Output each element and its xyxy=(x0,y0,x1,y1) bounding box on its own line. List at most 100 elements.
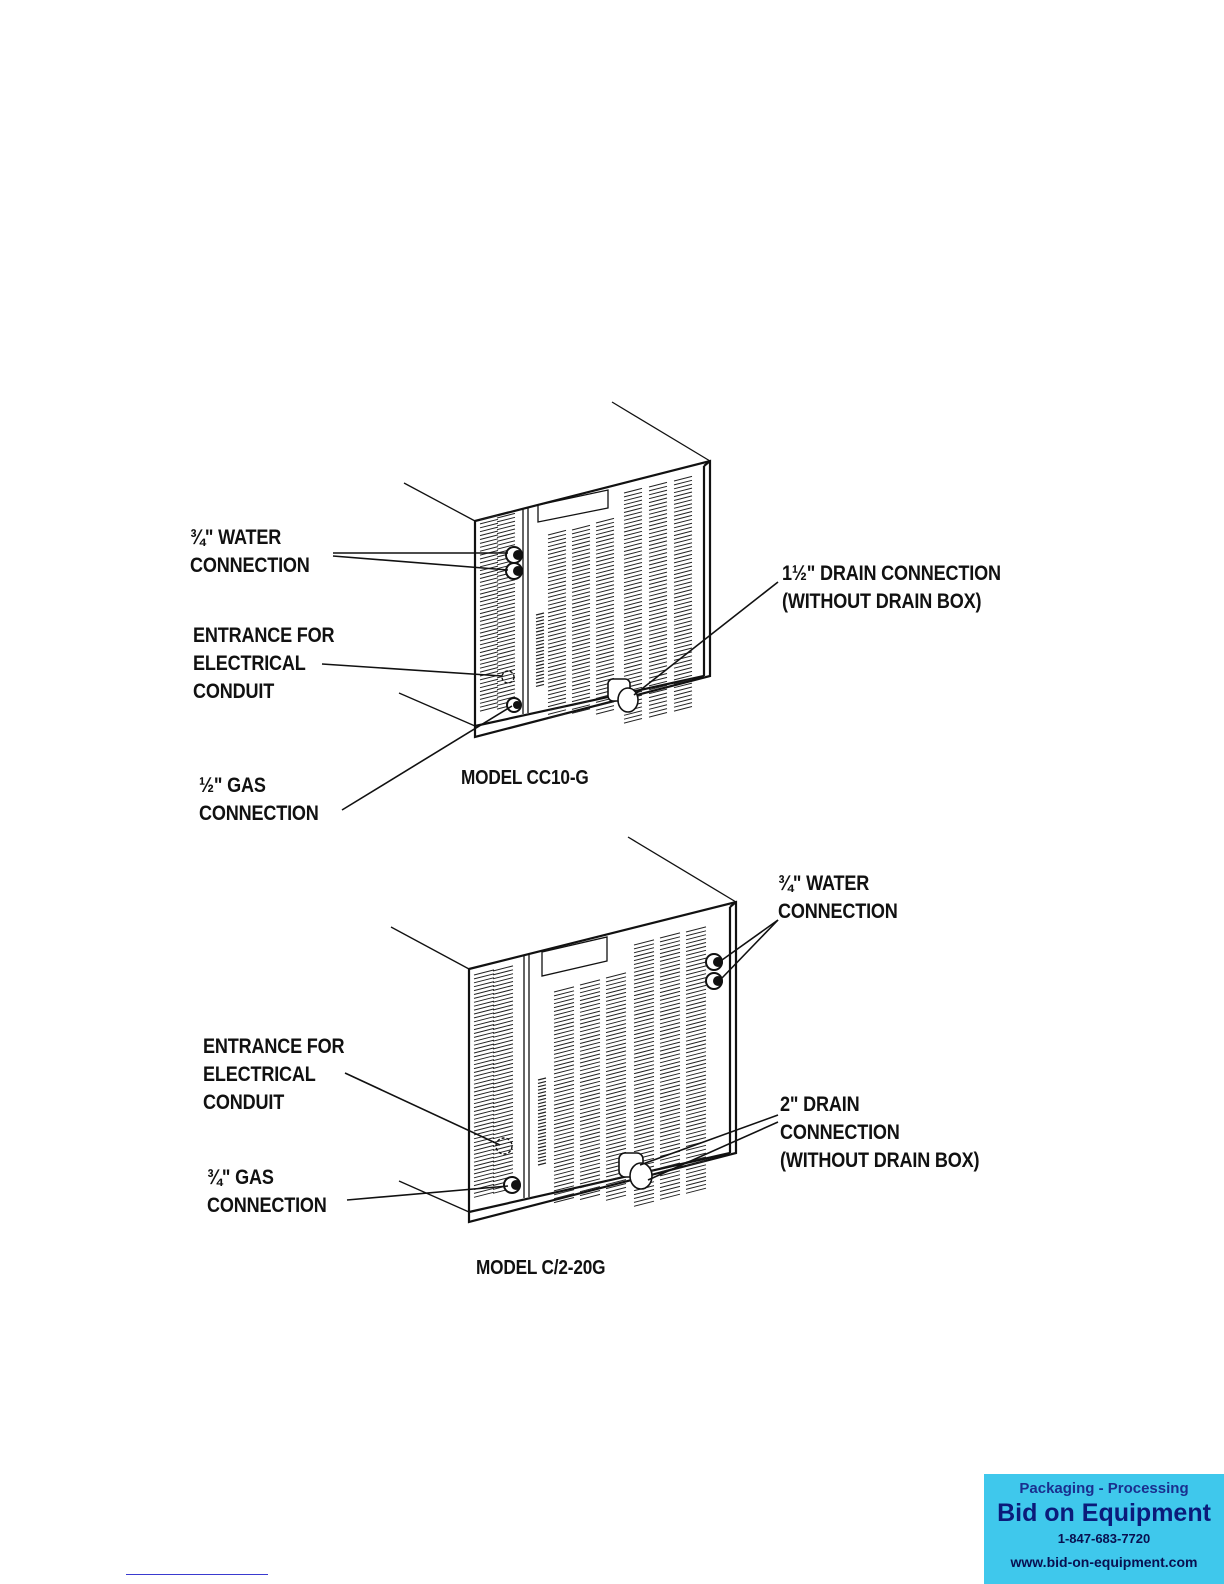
vent-slat xyxy=(623,620,643,627)
vent-slat xyxy=(492,1031,514,1038)
vent-slat xyxy=(553,1048,575,1055)
vent-slat xyxy=(473,1047,495,1054)
vent-slat xyxy=(673,667,693,673)
vent-slat xyxy=(673,624,693,630)
vent-slat xyxy=(496,587,516,593)
vent-slat xyxy=(547,631,567,637)
vent-slat xyxy=(553,1005,575,1012)
vent-slat xyxy=(685,1137,707,1144)
label-line: ¾" GAS xyxy=(207,1166,274,1189)
vent-slat xyxy=(496,645,516,652)
vent-slat xyxy=(673,682,693,689)
vent-slat xyxy=(579,998,601,1005)
vent-slat xyxy=(479,546,499,552)
vent-slat xyxy=(648,692,668,699)
vent-slat xyxy=(659,1061,681,1068)
vent-slat xyxy=(571,641,591,648)
vent-slat xyxy=(553,1021,575,1028)
vent-slat xyxy=(479,557,499,564)
vent-slat xyxy=(623,632,643,638)
vent-slat xyxy=(673,620,693,626)
vent-slat xyxy=(579,1123,601,1130)
vent-slat xyxy=(595,607,615,614)
unit-1-electrical-label: ENTRANCE FOR ELECTRICAL CONDUIT xyxy=(193,622,335,706)
vent-slat xyxy=(473,1105,495,1112)
vent-slat xyxy=(553,1134,575,1141)
vent-slat xyxy=(579,1162,601,1169)
vent-slat xyxy=(571,567,591,574)
vent-slat xyxy=(685,1039,707,1046)
vent-slat xyxy=(547,643,567,649)
vent-slat xyxy=(623,538,643,545)
vent-slat xyxy=(595,553,615,559)
vent-slat xyxy=(633,1122,655,1129)
vent-slat xyxy=(571,680,591,687)
vent-slat xyxy=(659,1014,681,1021)
vent-slat xyxy=(673,479,693,486)
vent-slat xyxy=(547,693,567,700)
vent-slat xyxy=(605,972,627,979)
unit-1-model-title: MODEL CC10-G xyxy=(461,767,589,789)
vent-slat xyxy=(595,533,615,540)
vent-slat xyxy=(579,1034,601,1041)
vent-slat xyxy=(685,926,707,933)
vent-slat xyxy=(605,1042,627,1049)
vent-slat xyxy=(496,536,516,542)
vent-slat xyxy=(605,1183,627,1190)
vent-slat xyxy=(492,1133,514,1140)
unit-2-water-ports xyxy=(705,953,723,990)
vent-slat xyxy=(605,1116,627,1123)
vent-slat xyxy=(648,513,668,519)
vent-slat xyxy=(579,987,601,994)
vent-slat xyxy=(673,534,693,540)
vent-slat xyxy=(685,1105,707,1112)
vent-slat xyxy=(623,589,643,595)
vent-slat xyxy=(553,1041,575,1048)
vent-slat xyxy=(673,518,693,525)
vent-slat xyxy=(685,1055,707,1062)
vent-slat xyxy=(496,528,516,535)
vent-slat xyxy=(685,969,707,976)
vent-slat xyxy=(659,1057,681,1064)
vent-slat xyxy=(648,653,668,660)
vent-slat xyxy=(571,524,591,531)
vent-slat xyxy=(579,1030,601,1037)
vent-slat xyxy=(492,1023,514,1030)
vent-slat xyxy=(659,1131,681,1138)
vent-slat xyxy=(579,1190,601,1197)
vent-slat xyxy=(623,616,643,623)
vent-slat xyxy=(492,1090,514,1097)
vent-slat xyxy=(492,992,514,999)
footer-link-underline[interactable] xyxy=(126,1574,268,1575)
vent-slat xyxy=(605,1073,627,1080)
vent-slat xyxy=(496,598,516,605)
vent-slat xyxy=(473,1051,495,1058)
vent-slat xyxy=(553,1076,575,1083)
vent-slat xyxy=(579,1037,601,1044)
vent-slat xyxy=(553,1052,575,1059)
vent-slat xyxy=(685,1125,707,1132)
label-line: ENTRANCE FOR xyxy=(203,1035,345,1058)
vent-slat xyxy=(547,553,567,559)
vent-slat xyxy=(673,604,693,611)
vent-slat xyxy=(571,548,591,554)
vent-slat xyxy=(673,663,693,669)
vent-slat xyxy=(685,1086,707,1093)
vent-slat xyxy=(579,1151,601,1158)
vent-slat xyxy=(633,1005,655,1012)
vent-slat xyxy=(605,1140,627,1147)
vent-slat xyxy=(648,680,668,687)
vent-slat xyxy=(633,1040,655,1047)
badge-url[interactable]: www.bid-on-equipment.com xyxy=(1010,1554,1198,1570)
vent-slat xyxy=(492,1137,514,1144)
vent-slat xyxy=(496,512,516,519)
bid-on-equipment-badge[interactable]: Packaging - Processing Bid on Equipment … xyxy=(984,1474,1224,1584)
vent-slat xyxy=(553,1197,575,1204)
vent-slat xyxy=(673,475,693,482)
vent-slat xyxy=(579,1041,601,1048)
vent-slat xyxy=(648,563,668,570)
vent-slat xyxy=(648,598,668,605)
vent-slat xyxy=(496,524,516,531)
vent-slat xyxy=(673,514,693,521)
vent-slat xyxy=(473,1168,495,1175)
